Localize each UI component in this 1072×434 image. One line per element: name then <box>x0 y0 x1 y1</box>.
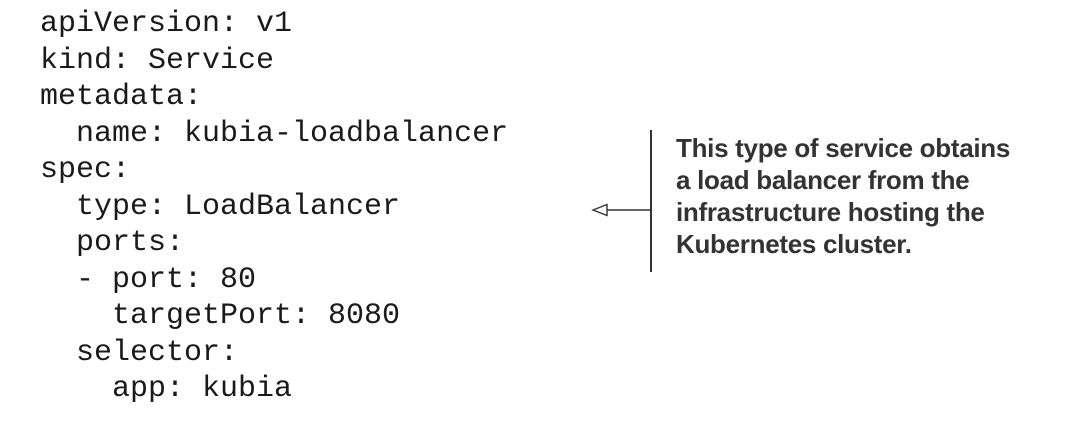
code-line-metadata: metadata: <box>40 80 203 114</box>
annotation-line: infrastructure hosting the <box>676 197 985 227</box>
code-line-api-version: apiVersion: v1 <box>40 7 293 41</box>
code-line-name: name: kubia-loadbalancer <box>40 116 509 151</box>
annotation-line: This type of service obtains <box>676 133 1011 163</box>
code-line-selector: selector: <box>40 335 239 370</box>
code-line-kind: kind: Service <box>40 43 275 78</box>
code-line-target-port: targetPort: 8080 <box>40 299 401 333</box>
code-line-ports: ports: <box>40 226 185 260</box>
code-line-type: type: LoadBalancer <box>40 189 401 224</box>
annotation-line: Kubernetes cluster. <box>676 229 912 259</box>
code-line-spec: spec: <box>40 153 131 187</box>
callout-annotation: This type of service obtains a load bala… <box>676 132 1066 260</box>
code-line-app: app: kubia <box>40 372 293 406</box>
callout-divider <box>650 130 652 272</box>
callout-arrow-icon <box>591 203 651 217</box>
code-line-port: - port: 80 <box>40 262 257 297</box>
annotation-line: a load balancer from the <box>676 165 970 195</box>
